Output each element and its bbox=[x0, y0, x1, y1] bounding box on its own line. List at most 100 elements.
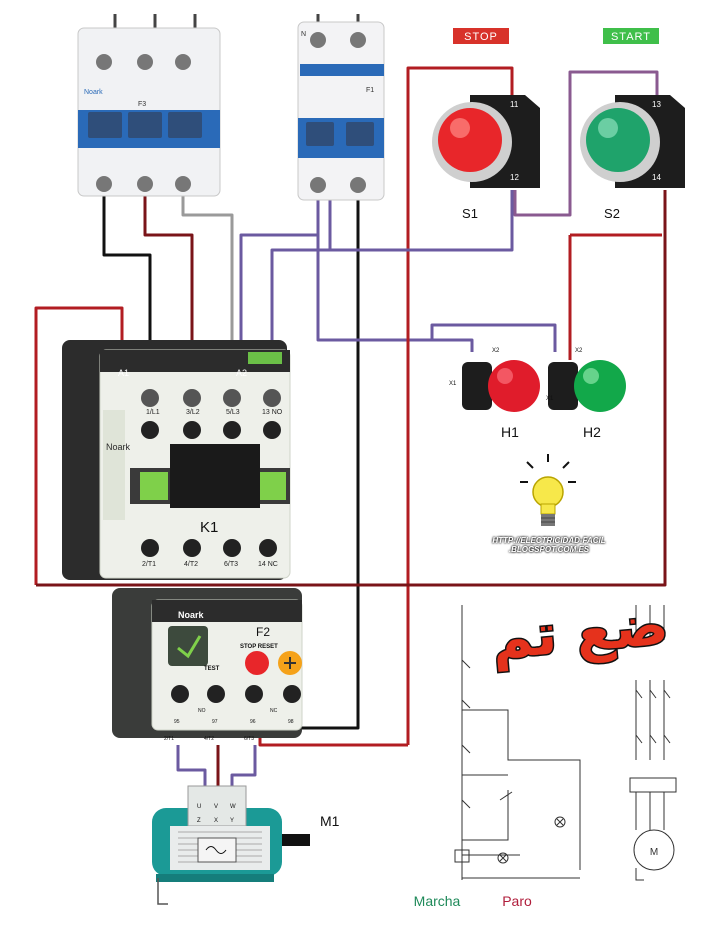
wire-l2-darkred bbox=[143, 195, 194, 380]
breaker-toggle-3 bbox=[168, 112, 202, 138]
contactor-top-strip bbox=[100, 350, 290, 372]
wire-m-w bbox=[230, 745, 257, 790]
svg-text:W: W bbox=[230, 804, 236, 810]
blog-url-line1: HTTP://ELECTRICIDAD-FACIL bbox=[492, 536, 606, 545]
svg-text:Y: Y bbox=[230, 818, 234, 824]
start-tag: START bbox=[603, 28, 659, 44]
contactor-screw bbox=[263, 389, 281, 407]
relay-brand: Noark bbox=[178, 610, 205, 620]
s1-highlight bbox=[450, 118, 470, 138]
motor-shaft bbox=[282, 834, 310, 846]
terminal-13no: 13 NO bbox=[262, 409, 283, 416]
relay-label: F2 bbox=[256, 625, 270, 639]
motor-terminal-box bbox=[187, 785, 247, 827]
contactor-armature bbox=[170, 444, 260, 508]
relay-top-strip bbox=[152, 600, 302, 622]
wire-purple-lamps bbox=[316, 235, 474, 352]
breaker-toggle-2 bbox=[128, 112, 162, 138]
svg-text:6/T3: 6/T3 bbox=[244, 736, 254, 742]
h2-lens bbox=[574, 360, 626, 412]
relay-buttons-text: STOP RESET bbox=[240, 644, 278, 650]
svg-text:V: V bbox=[214, 804, 218, 810]
contactor-screw bbox=[183, 539, 201, 557]
blog-url-watermark: HTTP://ELECTRICIDAD-FACIL .BLOGSPOT.COM.… bbox=[474, 536, 624, 554]
s2-highlight bbox=[598, 118, 618, 138]
f1-label: F1 bbox=[366, 87, 374, 94]
svg-text:M: M bbox=[650, 847, 658, 858]
relay-dial bbox=[168, 626, 208, 666]
motor-m1: U V W Z X Y M1 bbox=[152, 785, 340, 905]
s2-cap bbox=[586, 108, 650, 172]
f1-label-band bbox=[300, 64, 384, 76]
svg-text:X2: X2 bbox=[492, 348, 500, 354]
contactor-brand: Noark bbox=[106, 442, 131, 452]
relay-stop-button bbox=[245, 651, 269, 675]
start-button-s2[interactable]: 13 14 S2 bbox=[580, 95, 685, 221]
pilot-lamp-h2: X1 X2 H2 bbox=[546, 348, 626, 440]
breaker-brand: Noark bbox=[84, 89, 103, 96]
s1-cap bbox=[438, 108, 502, 172]
svg-text:X: X bbox=[214, 818, 218, 824]
control-schematic: M bbox=[454, 605, 677, 881]
f1-toggle bbox=[346, 122, 374, 146]
breaker-f3-label: F3 bbox=[138, 101, 146, 108]
marcha-label: Marcha bbox=[414, 893, 461, 909]
f1-body bbox=[297, 21, 385, 201]
svg-text:X1: X1 bbox=[546, 396, 554, 402]
f1-screw bbox=[310, 177, 326, 193]
overload-relay-f2: Noark F2 STOP RESET TEST NO NC 95 97 96 … bbox=[112, 588, 303, 742]
contactor-green-tab bbox=[248, 352, 282, 364]
contactor-side bbox=[103, 410, 125, 520]
blog-url-line2: .BLOGSPOT.COM.ES bbox=[508, 545, 590, 554]
svg-text:95: 95 bbox=[174, 719, 180, 725]
relay-screw bbox=[283, 685, 301, 703]
relay-no: NO bbox=[198, 708, 206, 714]
contactor-screw bbox=[223, 539, 241, 557]
wire-s1-s2 bbox=[513, 70, 659, 217]
stop-button-s1[interactable]: 11 12 S1 bbox=[432, 95, 540, 221]
stop-tag: STOP bbox=[453, 28, 509, 44]
wire-s1-13 bbox=[272, 190, 514, 252]
h2-label: H2 bbox=[583, 424, 601, 440]
breaker-screw bbox=[175, 176, 191, 192]
h1-housing bbox=[462, 362, 492, 410]
contactor-screw bbox=[141, 389, 159, 407]
terminal-6t3: 6/T3 bbox=[224, 561, 238, 568]
motor-ground bbox=[157, 878, 168, 905]
wire-red-14nc bbox=[36, 190, 667, 587]
h1-lens bbox=[488, 360, 540, 412]
wire-red-stop-in bbox=[406, 66, 514, 745]
start-tag-bg bbox=[603, 28, 659, 44]
relay-nc: NC bbox=[270, 708, 278, 714]
terminal-14nc: 14 NC bbox=[258, 561, 278, 568]
svg-text:2/T1: 2/T1 bbox=[164, 736, 174, 742]
contactor-label: K1 bbox=[200, 519, 218, 536]
f1-n-label: N bbox=[301, 31, 306, 38]
svg-text:13: 13 bbox=[652, 100, 661, 109]
paro-label: Paro bbox=[502, 893, 532, 909]
contactor-screw bbox=[141, 421, 159, 439]
wire-m-u bbox=[176, 745, 207, 790]
f1-screw bbox=[310, 32, 326, 48]
contactor-green-block bbox=[258, 472, 286, 500]
svg-text:97: 97 bbox=[212, 719, 218, 725]
terminal-1l1: 1/L1 bbox=[146, 409, 160, 416]
svg-text:14: 14 bbox=[652, 173, 661, 182]
svg-text:U: U bbox=[197, 804, 201, 810]
svg-text:4/T2: 4/T2 bbox=[204, 736, 214, 742]
svg-text:12: 12 bbox=[510, 173, 519, 182]
wire-l3-gray bbox=[181, 195, 234, 380]
svg-text:98: 98 bbox=[288, 719, 294, 725]
start-tag-text: START bbox=[611, 31, 651, 43]
light-bulb-icon bbox=[520, 454, 576, 526]
wire-purple-h2 bbox=[430, 323, 557, 352]
terminal-3l2: 3/L2 bbox=[186, 409, 200, 416]
motor-symbol-box bbox=[197, 837, 237, 863]
terminal-4t2: 4/T2 bbox=[184, 561, 198, 568]
terminal-2t1: 2/T1 bbox=[142, 561, 156, 568]
terminal-a2: A2 bbox=[236, 368, 247, 378]
f1-screw bbox=[350, 177, 366, 193]
contactor-screw bbox=[259, 539, 277, 557]
breaker-screw bbox=[137, 54, 153, 70]
contactor-screw bbox=[183, 389, 201, 407]
